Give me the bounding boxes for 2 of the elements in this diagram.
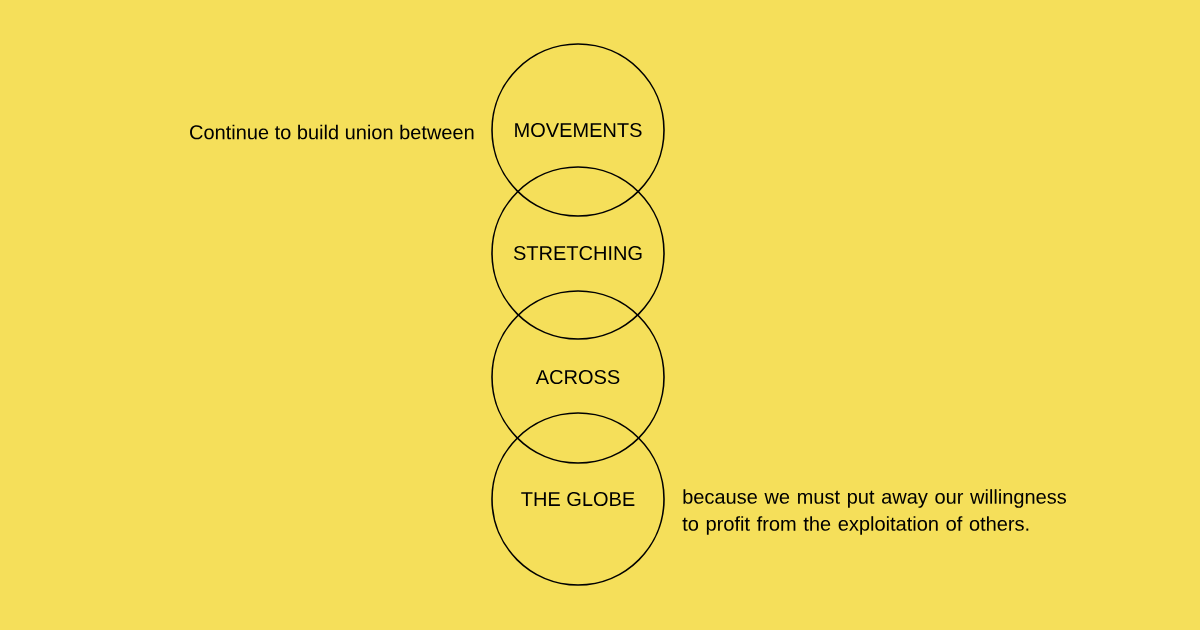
beside-text: because we must put away our willingness to profit from the exploitation of others. — [682, 489, 1066, 535]
beside-text: Continue to build union between — [190, 124, 474, 140]
